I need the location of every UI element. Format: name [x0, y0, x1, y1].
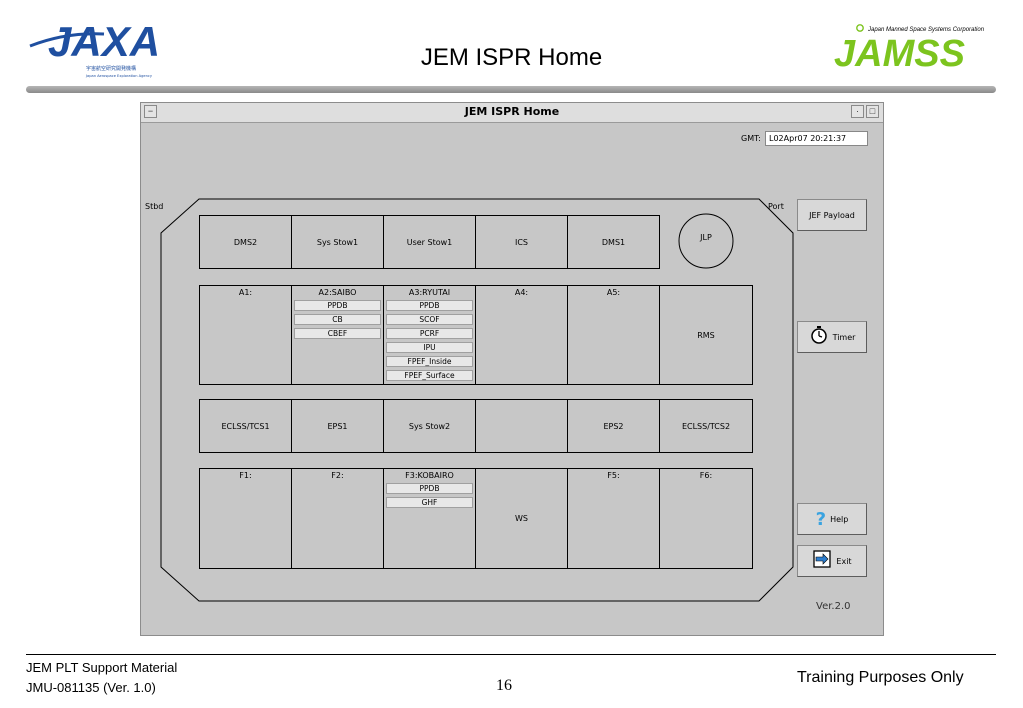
svg-text:JAXA: JAXA: [48, 18, 160, 65]
rack-a4[interactable]: A4:: [475, 285, 568, 385]
exit-button[interactable]: Exit: [797, 545, 867, 577]
payload-ppdb[interactable]: PPDB: [386, 483, 473, 494]
rack-eps1[interactable]: EPS1: [291, 399, 384, 453]
footer-divider: [26, 654, 996, 655]
rack-f5[interactable]: F5:: [567, 468, 660, 569]
payload-ipu[interactable]: IPU: [386, 342, 473, 353]
rack-empty[interactable]: [475, 399, 568, 453]
stbd-label: Stbd: [145, 202, 164, 211]
payload-ppdb[interactable]: PPDB: [386, 300, 473, 311]
gmt-label: GMT:: [741, 134, 761, 143]
stopwatch-icon: [809, 325, 829, 350]
svg-text:Japan Manned Space Systems Cor: Japan Manned Space Systems Corporation: [867, 27, 985, 33]
payload-fpef-inside[interactable]: FPEF_Inside: [386, 356, 473, 367]
rack-f3-kobairo[interactable]: F3:KOBAIRO PPDB GHF: [383, 468, 476, 569]
svg-text:Japan Aerospace Exploration Ag: Japan Aerospace Exploration Agency: [85, 74, 153, 78]
rack-f6[interactable]: F6:: [659, 468, 753, 569]
slide-title: JEM ISPR Home: [420, 44, 603, 71]
jaxa-logo: JAXA 宇宙航空研究開発機構 Japan Aerospace Explorat…: [26, 8, 176, 80]
jlp-label: JLP: [700, 233, 712, 242]
rack-dms2[interactable]: DMS2: [199, 215, 292, 269]
payload-cb[interactable]: CB: [294, 314, 381, 325]
port-label: Port: [768, 202, 784, 211]
rack-eclss-tcs1[interactable]: ECLSS/TCS1: [199, 399, 292, 453]
window-maximize-button[interactable]: □: [866, 105, 879, 118]
svg-text:宇宙航空研究開発機構: 宇宙航空研究開発機構: [86, 65, 136, 72]
payload-ppdb[interactable]: PPDB: [294, 300, 381, 311]
page-number: 16: [496, 677, 512, 694]
jamss-logo: Japan Manned Space Systems Corporation J…: [828, 22, 998, 75]
header-divider: [26, 86, 996, 93]
rack-ws[interactable]: WS: [475, 468, 568, 569]
module-outline: [160, 198, 794, 602]
rack-f2[interactable]: F2:: [291, 468, 384, 569]
rack-eclss-tcs2[interactable]: ECLSS/TCS2: [659, 399, 753, 453]
rack-eps2[interactable]: EPS2: [567, 399, 660, 453]
footer-training-note: Training Purposes Only: [797, 669, 964, 686]
question-mark-icon: ?: [815, 508, 827, 530]
window-minimize-button[interactable]: ·: [851, 105, 864, 118]
window-titlebar[interactable]: − JEM ISPR Home · □: [141, 103, 883, 123]
rack-rms[interactable]: RMS: [659, 285, 753, 385]
window-menu-button[interactable]: −: [144, 105, 157, 118]
window-title: JEM ISPR Home: [464, 105, 560, 118]
rack-a5[interactable]: A5:: [567, 285, 660, 385]
rack-dms1[interactable]: DMS1: [567, 215, 660, 269]
rack-f1[interactable]: F1:: [199, 468, 292, 569]
exit-door-icon: [812, 549, 832, 574]
footer-doc-id: JMU-081135 (Ver. 1.0): [26, 680, 156, 695]
rack-sys-stow1[interactable]: Sys Stow1: [291, 215, 384, 269]
footer-material: JEM PLT Support Material: [26, 660, 178, 675]
rack-a2-saibo[interactable]: A2:SAIBO PPDB CB CBEF: [291, 285, 384, 385]
rack-a1[interactable]: A1:: [199, 285, 292, 385]
rack-sys-stow2[interactable]: Sys Stow2: [383, 399, 476, 453]
rack-user-stow1[interactable]: User Stow1: [383, 215, 476, 269]
gmt-field: L02Apr07 20:21:37: [765, 131, 868, 146]
svg-text:JAMSS: JAMSS: [834, 33, 965, 72]
payload-ghf[interactable]: GHF: [386, 497, 473, 508]
app-window: − JEM ISPR Home · □ GMT: L02Apr07 20:21:…: [140, 102, 884, 636]
timer-button[interactable]: Timer: [797, 321, 867, 353]
version-label: Ver.2.0: [816, 601, 851, 612]
rack-a3-ryutai[interactable]: A3:RYUTAI PPDB SCOF PCRF IPU FPEF_Inside…: [383, 285, 476, 385]
rack-ics[interactable]: ICS: [475, 215, 568, 269]
payload-fpef-surface[interactable]: FPEF_Surface: [386, 370, 473, 381]
help-button[interactable]: ? Help: [797, 503, 867, 535]
jef-payload-button[interactable]: JEF Payload: [797, 199, 867, 231]
payload-scof[interactable]: SCOF: [386, 314, 473, 325]
payload-pcrf[interactable]: PCRF: [386, 328, 473, 339]
payload-cbef[interactable]: CBEF: [294, 328, 381, 339]
